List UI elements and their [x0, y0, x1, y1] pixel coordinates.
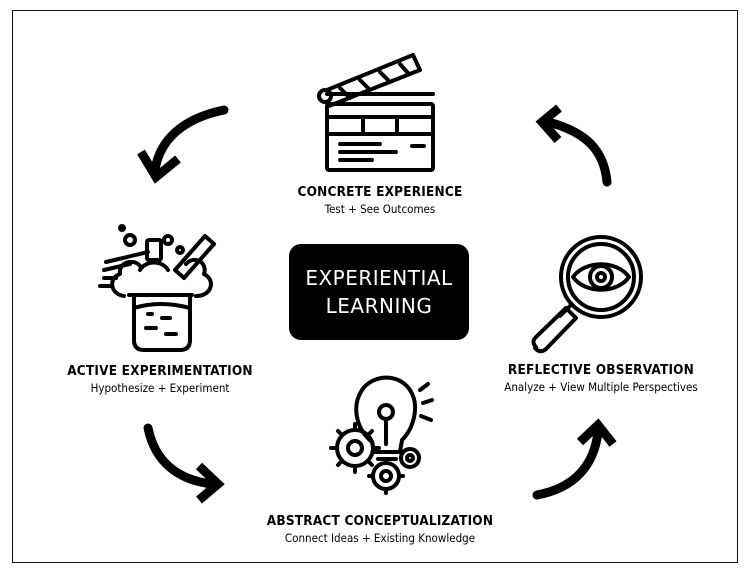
arrow-top-left-icon	[137, 105, 229, 184]
arrow-bottom-right-icon	[532, 418, 617, 500]
stage-concrete-experience: CONCRETE EXPERIENCE Test + See Outcomes	[280, 183, 480, 218]
stage-reflective-observation: REFLECTIVE OBSERVATION Analyze + View Mu…	[480, 361, 722, 396]
stage-title: REFLECTIVE OBSERVATION	[507, 362, 695, 378]
arrow-bottom-left-icon	[143, 423, 225, 504]
stage-title: ACTIVE EXPERIMENTATION	[67, 363, 253, 379]
magnifier-eye-icon	[531, 235, 643, 354]
stage-active-experimentation: ACTIVE EXPERIMENTATION Hypothesize + Exp…	[50, 362, 270, 397]
stage-subtitle: Connect Ideas + Existing Knowledge	[284, 531, 476, 545]
beaker-icon	[98, 224, 216, 352]
stage-subtitle: Analyze + View Multiple Perspectives	[504, 380, 698, 394]
arrow-top-right-icon	[535, 104, 612, 187]
center-title-line1: EXPERIENTIAL	[305, 266, 453, 290]
center-title-line2: LEARNING	[325, 294, 433, 318]
stage-subtitle: Hypothesize + Experiment	[90, 381, 230, 395]
stage-abstract-conceptualization: ABSTRACT CONCEPTUALIZATION Connect Ideas…	[250, 512, 510, 547]
clapperboard-icon	[317, 53, 435, 172]
lightbulb-gears-icon	[329, 375, 434, 495]
stage-subtitle: Test + See Outcomes	[324, 202, 436, 216]
center-title-box: EXPERIENTIAL LEARNING	[289, 244, 469, 340]
stage-title: ABSTRACT CONCEPTUALIZATION	[266, 513, 494, 529]
stage-title: CONCRETE EXPERIENCE	[297, 184, 463, 200]
